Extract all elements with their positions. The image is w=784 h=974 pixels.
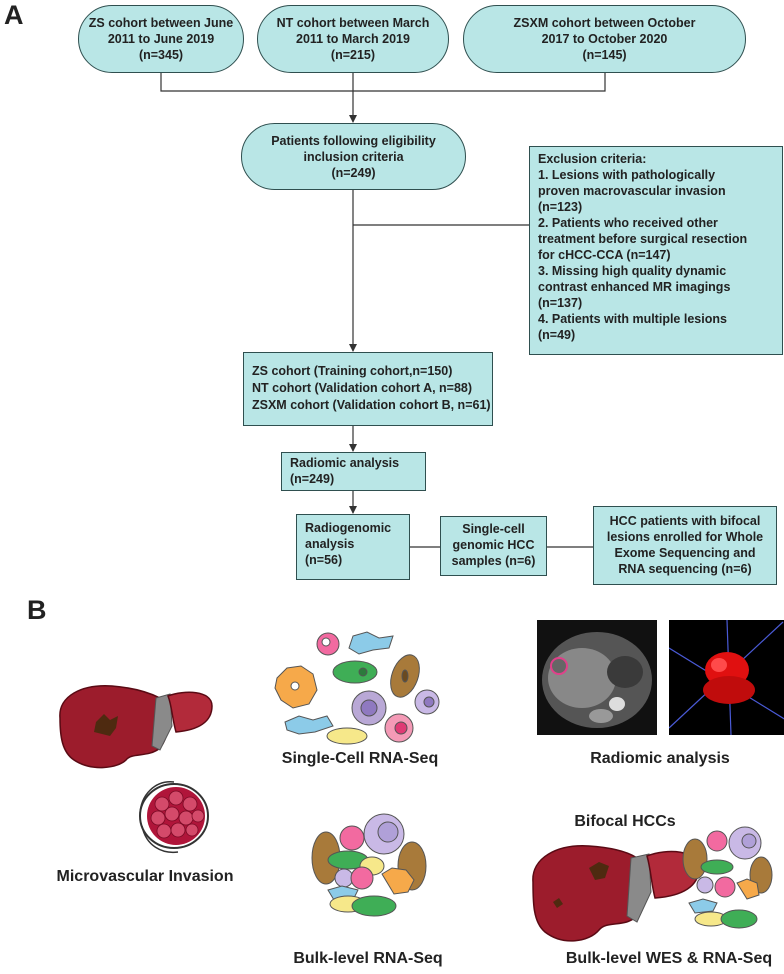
cohort-merge-line [160, 73, 606, 92]
liver-mvi-illustration [59, 685, 213, 854]
bulk-cell-icons [311, 813, 427, 917]
exclusion-criteria-box: Exclusion criteria: 1. Lesions with path… [529, 146, 783, 355]
bifocal-caption: Bifocal HCCs [574, 813, 676, 830]
radiogenomic-box: Radiogenomic analysis (n=56) [296, 514, 410, 580]
bifocal-cells-illustration [682, 826, 773, 929]
bifocal-liver-illustration [532, 845, 700, 942]
blood-vessel-icon [139, 781, 209, 854]
bulk-caption: Bulk-level RNA-Seq [293, 950, 443, 967]
panel-a-label: A [4, 0, 24, 30]
bulk-cells-illustration [311, 813, 427, 917]
single-cell-illustration [274, 631, 440, 745]
single-cell-icons [274, 631, 440, 745]
hcc-bifocal-box: HCC patients with bifocal lesions enroll… [593, 506, 777, 585]
wes-caption: Bulk-level WES & RNA-Seq [565, 950, 773, 967]
single-cell-box: Single-cell genomic HCC samples (n=6) [440, 516, 547, 576]
cohort-split-box: ZS cohort (Training cohort,n=150) NT coh… [243, 352, 493, 426]
panel-b-label: B [27, 595, 47, 625]
tumor-3d-render [669, 620, 784, 735]
radiomic-analysis-box: Radiomic analysis (n=249) [281, 452, 426, 491]
mri-scan-image [537, 620, 657, 735]
flowchart-connectors [160, 73, 606, 548]
mvi-caption: Microvascular Invasion [56, 868, 234, 885]
radiomic-caption: Radiomic analysis [590, 750, 730, 767]
single-cell-caption: Single-Cell RNA-Seq [281, 750, 439, 767]
liver-icon [59, 685, 213, 769]
bifocal-cell-icons [682, 826, 773, 929]
